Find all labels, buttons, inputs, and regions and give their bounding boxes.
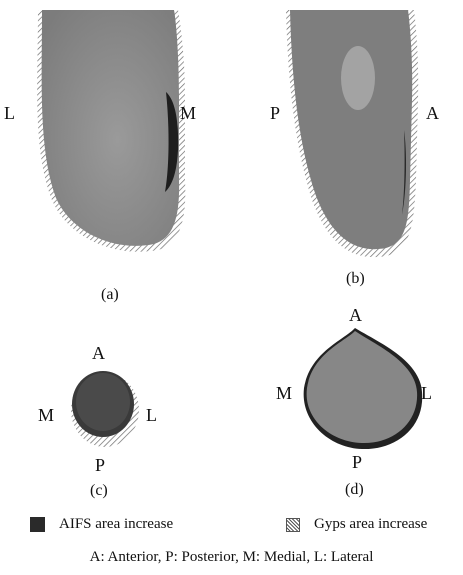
panel-d-left-label: M xyxy=(276,384,292,402)
panel-a-right-label: M xyxy=(180,104,196,122)
panel-d-cross-section xyxy=(292,318,442,458)
panel-b-highlight xyxy=(341,46,375,110)
abbreviation-key: A: Anterior, P: Posterior, M: Medial, L:… xyxy=(0,549,463,566)
legend-gyps: Gyps area increase xyxy=(286,516,427,533)
panel-d-top-label: A xyxy=(349,306,362,324)
panel-d-right-label: L xyxy=(421,384,432,402)
panel-b-limb-figure xyxy=(276,0,446,270)
legend-gyps-label: Gyps area increase xyxy=(314,516,427,533)
panel-a-caption: (a) xyxy=(101,287,119,303)
panel-c-inner xyxy=(76,373,130,431)
panel-b-limb-body xyxy=(290,10,412,249)
legend-gyps-swatch xyxy=(286,518,300,532)
legend-aifs-label: AIFS area increase xyxy=(59,516,173,533)
panel-a-limb-figure xyxy=(30,0,200,265)
panel-c-bottom-label: P xyxy=(95,456,105,474)
panel-c-right-label: L xyxy=(146,406,157,424)
panel-b-right-label: A xyxy=(426,104,439,122)
legend-aifs-swatch xyxy=(30,517,45,532)
panel-c-top-label: A xyxy=(92,344,105,362)
legend-aifs: AIFS area increase xyxy=(30,516,173,533)
panel-d-limb-body xyxy=(307,331,418,443)
panel-a-left-label: L xyxy=(4,104,15,122)
panel-b-caption: (b) xyxy=(346,271,365,287)
panel-b-left-label: P xyxy=(270,104,280,122)
panel-d-bottom-label: P xyxy=(352,453,362,471)
panel-c-left-label: M xyxy=(38,406,54,424)
panel-d-caption: (d) xyxy=(345,482,364,498)
panel-c-cross-section xyxy=(62,358,152,458)
panel-c-caption: (c) xyxy=(90,483,108,499)
